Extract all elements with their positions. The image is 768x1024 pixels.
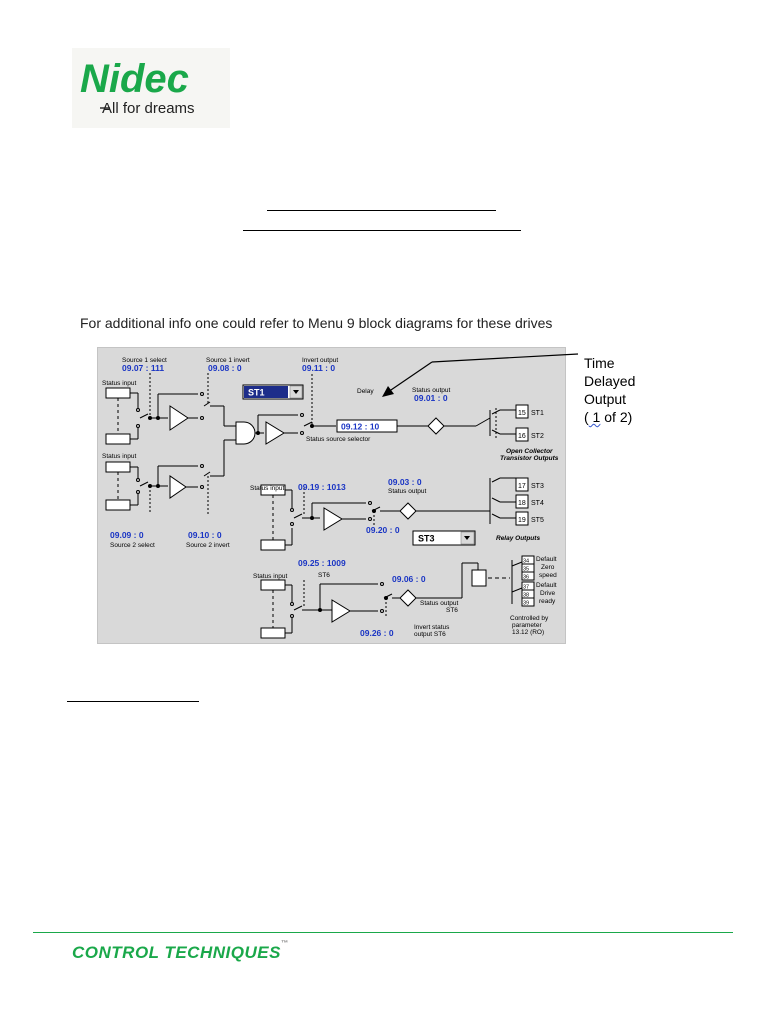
terminal-17: 17 xyxy=(518,483,526,490)
callout-line-4: ( 1 of 2) xyxy=(584,408,635,426)
param-09-12: 09.12 : 10 xyxy=(341,422,380,432)
param-09-07: 09.07 : 111 xyxy=(122,363,164,373)
st3-dropdown[interactable]: ST3 xyxy=(412,530,476,546)
param-09-06: 09.06 : 0 xyxy=(392,574,426,584)
relay-terminal-37: 37 xyxy=(523,585,529,591)
menu9-block-diagram: ST1 ST3 Source 1 select Source 1 invert … xyxy=(97,347,566,644)
st3-dropdown-label: ST3 xyxy=(418,534,435,544)
source2-select-label: Source 2 select xyxy=(110,542,155,549)
callout-line-2: Delayed xyxy=(584,373,636,389)
title-underline-1 xyxy=(267,210,496,211)
callout-line-1: Time xyxy=(584,355,615,371)
delay-label: Delay xyxy=(357,388,374,395)
source2-invert-label: Source 2 invert xyxy=(186,542,230,549)
relay-label-default-2: Default xyxy=(536,582,557,589)
callout-line-4-suffix: of 2) xyxy=(600,409,633,425)
param-09-10: 09.10 : 0 xyxy=(188,530,222,540)
invert-output-label: Invert output xyxy=(302,357,338,364)
param-09-03: 09.03 : 0 xyxy=(388,477,422,487)
section-heading-underline xyxy=(67,701,199,702)
relay-label-drive: Drive xyxy=(540,590,556,597)
trademark-mark: ™ xyxy=(280,940,289,947)
chevron-down-icon xyxy=(464,536,470,540)
terminal-18-label: ST4 xyxy=(531,500,544,507)
terminal-18: 18 xyxy=(518,500,526,507)
st6-status-output-label-2: ST6 xyxy=(446,607,458,614)
relay-outputs-label: Relay Outputs xyxy=(496,535,540,542)
oc-label-1: Open Collector xyxy=(506,448,553,455)
footer-brand-text: CONTROL TECHNIQUES xyxy=(72,943,281,962)
terminal-19-label: ST5 xyxy=(531,517,544,524)
param-09-19: 09.19 : 1013 xyxy=(298,482,346,492)
param-09-25: 09.25 : 1009 xyxy=(298,558,346,568)
st1-dropdown[interactable]: ST1 xyxy=(242,384,304,400)
terminal-16-label: ST2 xyxy=(531,433,544,440)
logo-brand: Nidec xyxy=(80,57,189,101)
param-09-20: 09.20 : 0 xyxy=(366,525,400,535)
controlled-label-2: parameter xyxy=(512,622,542,629)
st3-status-output-label: Status output xyxy=(388,488,426,495)
callout-arrow xyxy=(382,353,579,397)
source1-invert-label: Source 1 invert xyxy=(206,357,250,364)
st6-label: ST6 xyxy=(318,572,330,579)
intro-text: For additional info one could refer to M… xyxy=(80,315,553,331)
terminal-15: 15 xyxy=(518,410,526,417)
status-input-label-1: Status input xyxy=(102,380,137,387)
status-source-selector-label: Status source selector xyxy=(306,436,371,443)
param-09-26: 09.26 : 0 xyxy=(360,628,394,638)
relay-label-default-1: Default xyxy=(536,556,557,563)
terminal-17-label: ST3 xyxy=(531,483,544,490)
param-09-09: 09.09 : 0 xyxy=(110,530,144,540)
status-input-label-3: Status input xyxy=(250,485,285,492)
relay-terminal-34: 34 xyxy=(523,559,529,565)
terminal-16: 16 xyxy=(518,433,526,440)
callout-line-3: Output xyxy=(584,391,627,407)
footer-divider xyxy=(33,932,733,933)
controlled-label-1: Controlled by xyxy=(510,615,549,622)
relay-label-zero: Zero xyxy=(541,564,555,571)
relay-label-speed: speed xyxy=(539,572,557,579)
status-input-label-2: Status input xyxy=(102,453,137,460)
relay-terminal-38: 38 xyxy=(523,593,529,599)
invert-status-label-2: output ST6 xyxy=(414,631,446,638)
source1-select-label: Source 1 select xyxy=(122,357,167,364)
relay-terminal-35: 35 xyxy=(523,567,529,573)
control-techniques-logo: CONTROL TECHNIQUES™ xyxy=(72,940,289,963)
time-delayed-output-callout: Time Delayed Output ( 1 of 2) xyxy=(584,354,635,426)
param-09-01: 09.01 : 0 xyxy=(414,393,448,403)
chevron-down-icon xyxy=(293,390,299,394)
callout-line-4-prefix: ( xyxy=(584,409,589,425)
oc-label-2: Transistor Outputs xyxy=(500,455,559,462)
controlled-label-3: 13.12 (RO) xyxy=(512,629,544,636)
invert-status-label-1: Invert status xyxy=(414,624,450,631)
relay-label-ready: ready xyxy=(539,598,556,605)
st6-status-output-label-1: Status output xyxy=(420,600,458,607)
status-output-label: Status output xyxy=(412,387,450,394)
status-input-label-4: Status input xyxy=(253,573,288,580)
logo-tagline: All for dreams xyxy=(102,100,195,117)
relay-terminal-39: 39 xyxy=(523,601,529,607)
title-underline-2 xyxy=(243,230,521,231)
param-09-11: 09.11 : 0 xyxy=(302,363,335,373)
st1-dropdown-label: ST1 xyxy=(248,388,265,398)
terminal-19: 19 xyxy=(518,517,526,524)
param-09-08: 09.08 : 0 xyxy=(208,363,242,373)
relay-terminal-36: 36 xyxy=(523,575,529,581)
callout-line-4-squiggle: 1 xyxy=(588,409,601,425)
terminal-15-label: ST1 xyxy=(531,410,544,417)
nidec-logo: Nidec All for dreams xyxy=(72,48,230,128)
